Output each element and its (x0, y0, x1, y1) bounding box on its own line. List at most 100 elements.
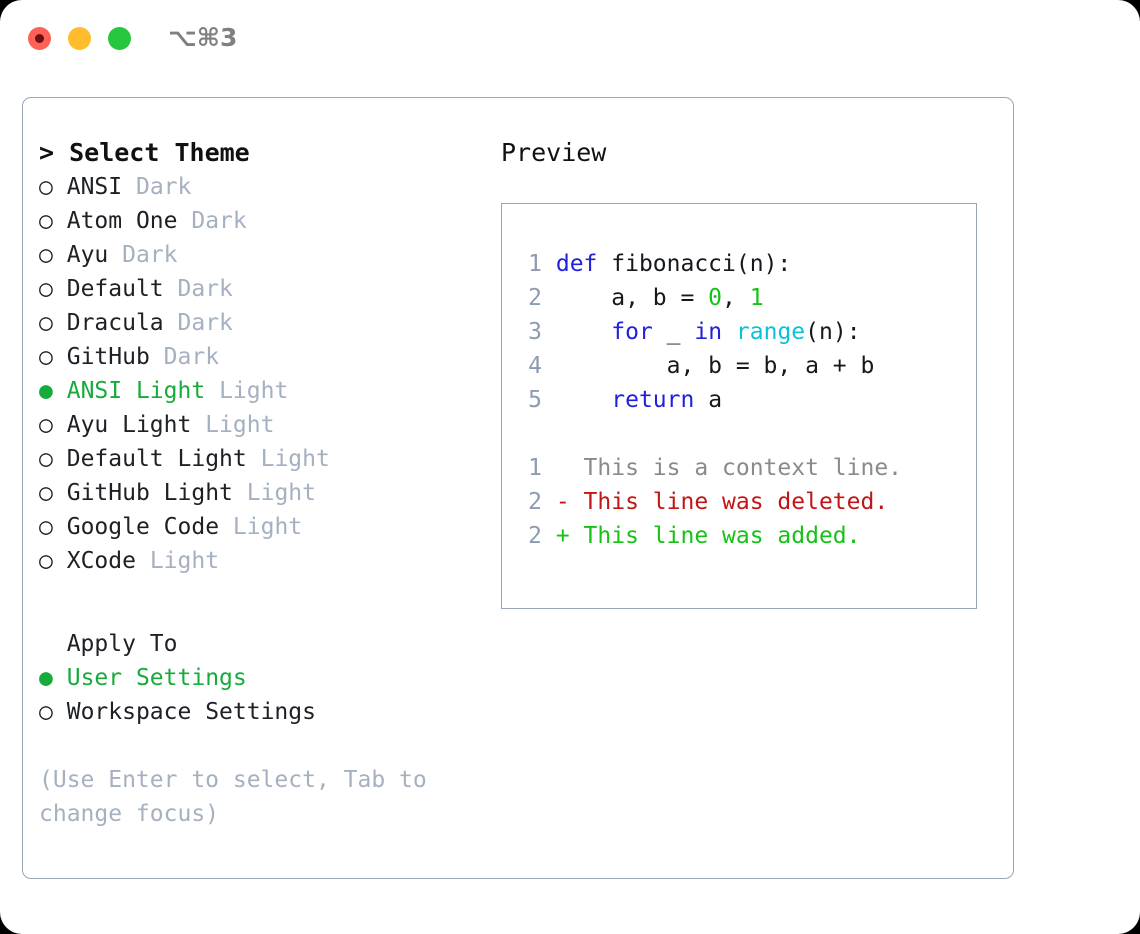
code-token: 1 (749, 285, 764, 311)
apply-to-options: ● User Settings○ Workspace Settings (39, 661, 479, 729)
theme-name: Default Light (66, 446, 247, 472)
radio-selected-icon: ● (39, 378, 53, 404)
theme-list-item[interactable]: ○ XCode Light (39, 544, 479, 578)
radio-unselected-icon: ○ (39, 446, 53, 472)
code-token: a, b = b, a + b (542, 353, 875, 379)
code-token (542, 319, 611, 345)
theme-kind-badge: Light (205, 412, 275, 438)
theme-name: Ayu Light (66, 412, 192, 438)
theme-kind-badge: Light (149, 548, 220, 574)
apply-to-option-label: User Settings (66, 665, 247, 691)
code-token: _ (652, 319, 695, 345)
help-hint-text: (Use Enter to select, Tab to change focu… (39, 767, 427, 827)
theme-list-item[interactable]: ○ Default Dark (39, 272, 479, 306)
theme-name: GitHub Light (66, 480, 233, 506)
code-line-blank (516, 417, 970, 451)
radio-unselected-icon: ○ (39, 548, 53, 574)
code-token (542, 387, 611, 413)
code-token (722, 319, 736, 345)
theme-name: GitHub (66, 344, 150, 370)
theme-kind-badge: Dark (135, 174, 192, 200)
theme-list-item[interactable]: ● ANSI Light Light (39, 374, 479, 408)
radio-unselected-icon: ○ (39, 242, 53, 268)
theme-name: Atom One (66, 208, 178, 234)
theme-name: Google Code (66, 514, 220, 540)
radio-unselected-icon: ○ (39, 174, 53, 200)
radio-unselected-icon: ○ (39, 344, 53, 370)
code-token: def (555, 251, 598, 277)
theme-selector-panel: > Select Theme ○ ANSI Dark○ Atom One Dar… (39, 136, 479, 578)
code-token: return (611, 387, 695, 413)
apply-to-label: Apply To (39, 631, 178, 657)
radio-unselected-icon: ○ (39, 310, 53, 336)
theme-name: ANSI Light (66, 378, 206, 404)
theme-name: Ayu (66, 242, 109, 268)
apply-to-option[interactable]: ○ Workspace Settings (39, 695, 479, 729)
code-token: This is a context line. (542, 455, 903, 481)
theme-panel-header: > Select Theme (39, 138, 250, 167)
line-number: 1 (528, 251, 542, 277)
radio-unselected-icon: ○ (39, 208, 53, 234)
theme-kind-badge: Dark (177, 276, 233, 302)
code-token: (n): (805, 319, 861, 345)
code-token: a (694, 387, 723, 413)
code-token: + This line was added. (542, 523, 861, 549)
apply-to-group: Apply To ● User Settings○ Workspace Sett… (39, 627, 479, 729)
code-line: 2 a, b = 0, 1 (516, 281, 970, 315)
content-frame: > Select Theme ○ ANSI Dark○ Atom One Dar… (22, 97, 1014, 879)
line-number: 2 (528, 285, 542, 311)
code-token: range (735, 319, 806, 345)
theme-kind-badge: Light (219, 378, 289, 404)
theme-name: XCode (66, 548, 136, 574)
code-token (542, 251, 556, 277)
line-number: 5 (528, 387, 542, 413)
radio-selected-icon: ● (39, 665, 53, 691)
theme-name: Dracula (66, 310, 164, 336)
theme-list-item[interactable]: ○ GitHub Light Light (39, 476, 479, 510)
minimize-window-button[interactable] (68, 27, 91, 50)
preview-header: Preview (501, 138, 607, 167)
code-token: 0 (708, 285, 723, 311)
theme-name: ANSI (66, 174, 123, 200)
theme-kind-badge: Dark (177, 310, 233, 336)
theme-kind-badge: Light (232, 514, 303, 540)
apply-to-option[interactable]: ● User Settings (39, 661, 479, 695)
close-window-button[interactable] (28, 27, 51, 50)
radio-unselected-icon: ○ (39, 412, 53, 438)
theme-kind-badge: Light (246, 480, 316, 506)
theme-list-item[interactable]: ○ Default Light Light (39, 442, 479, 476)
code-token: fibonacci(n): (597, 251, 792, 277)
code-line: 2 + This line was added. (516, 519, 970, 553)
line-number: 2 (528, 523, 542, 549)
code-token: - This line was deleted. (542, 489, 889, 515)
code-line: 1 def fibonacci(n): (516, 247, 970, 281)
code-line: 2 - This line was deleted. (516, 485, 970, 519)
radio-unselected-icon: ○ (39, 699, 53, 725)
theme-list-item[interactable]: ○ GitHub Dark (39, 340, 479, 374)
code-line: 3 for _ in range(n): (516, 315, 970, 349)
apply-to-option-label: Workspace Settings (66, 699, 316, 725)
code-token: a, b = (542, 285, 709, 311)
title-bar: ⌥⌘3 (0, 0, 1140, 78)
theme-kind-badge: Dark (191, 208, 247, 234)
code-token: , (722, 285, 750, 311)
radio-unselected-icon: ○ (39, 480, 53, 506)
code-token: in (694, 319, 723, 345)
code-token: for (611, 319, 653, 345)
theme-name: Default (66, 276, 164, 302)
line-number: 3 (528, 319, 542, 345)
code-line: 4 a, b = b, a + b (516, 349, 970, 383)
theme-list-item[interactable]: ○ Ayu Light Light (39, 408, 479, 442)
theme-list-item[interactable]: ○ ANSI Dark (39, 170, 479, 204)
theme-list-item[interactable]: ○ Google Code Light (39, 510, 479, 544)
theme-list-item[interactable]: ○ Dracula Dark (39, 306, 479, 340)
theme-list: ○ ANSI Dark○ Atom One Dark○ Ayu Dark○ De… (39, 170, 479, 578)
theme-list-item[interactable]: ○ Ayu Dark (39, 238, 479, 272)
code-line: 5 return a (516, 383, 970, 417)
maximize-window-button[interactable] (108, 27, 131, 50)
theme-list-item[interactable]: ○ Atom One Dark (39, 204, 479, 238)
theme-kind-badge: Dark (163, 344, 220, 370)
